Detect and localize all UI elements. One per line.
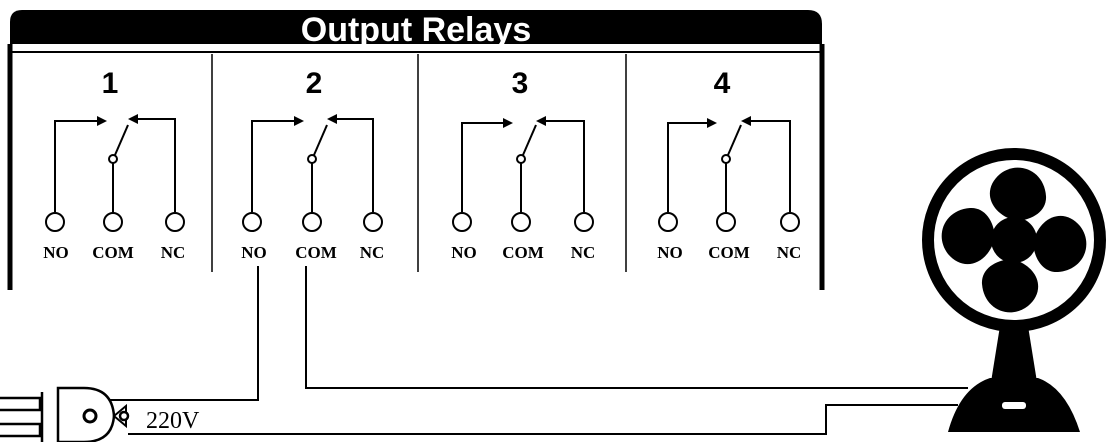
header-title: Output Relays <box>301 11 531 49</box>
relay-switch-symbol <box>461 116 585 213</box>
plug-icon <box>0 386 130 442</box>
header-bar: Output Relays <box>10 10 822 49</box>
terminal-nc <box>165 212 185 232</box>
terminal-no <box>658 212 678 232</box>
relay-number: 2 <box>306 67 323 100</box>
relay-panel <box>7 44 825 290</box>
wire-no-to-plug <box>104 266 259 401</box>
terminal-no <box>452 212 472 232</box>
relay-number: 1 <box>102 67 119 100</box>
relay-number: 3 <box>512 67 529 100</box>
terminal-label-nc: NC <box>161 243 186 262</box>
terminal-nc <box>780 212 800 232</box>
terminal-no <box>242 212 262 232</box>
wire-com-to-fan <box>305 266 968 389</box>
terminal-label-com: COM <box>502 243 544 262</box>
relay-module-4: 4 NO COM NC <box>657 67 801 262</box>
terminal-label-com: COM <box>295 243 337 262</box>
terminal-label-no: NO <box>43 243 69 262</box>
terminal-no <box>45 212 65 232</box>
terminal-label-nc: NC <box>571 243 596 262</box>
terminal-nc <box>574 212 594 232</box>
wiring <box>104 266 968 435</box>
terminal-label-no: NO <box>657 243 683 262</box>
relay-module-1: 1 NO COM NC <box>43 67 185 262</box>
wire-plug-to-fan <box>128 404 958 435</box>
terminal-com <box>511 212 531 232</box>
terminal-label-nc: NC <box>777 243 802 262</box>
terminal-com <box>103 212 123 232</box>
terminal-label-nc: NC <box>360 243 385 262</box>
relay-switch-symbol <box>54 114 176 213</box>
terminal-label-no: NO <box>241 243 267 262</box>
terminal-nc <box>363 212 383 232</box>
relay-module-3: 3 NO COM NC <box>451 67 595 262</box>
relay-switch-symbol <box>251 114 374 213</box>
terminal-label-no: NO <box>451 243 477 262</box>
relay-module-2: 2 NO COM NC <box>241 67 384 262</box>
terminal-label-com: COM <box>708 243 750 262</box>
terminal-com <box>716 212 736 232</box>
terminal-com <box>302 212 322 232</box>
voltage-label: 220V <box>146 408 200 434</box>
fan-icon <box>922 148 1106 432</box>
relay-switch-symbol <box>667 116 791 213</box>
terminal-label-com: COM <box>92 243 134 262</box>
relay-number: 4 <box>714 67 731 100</box>
